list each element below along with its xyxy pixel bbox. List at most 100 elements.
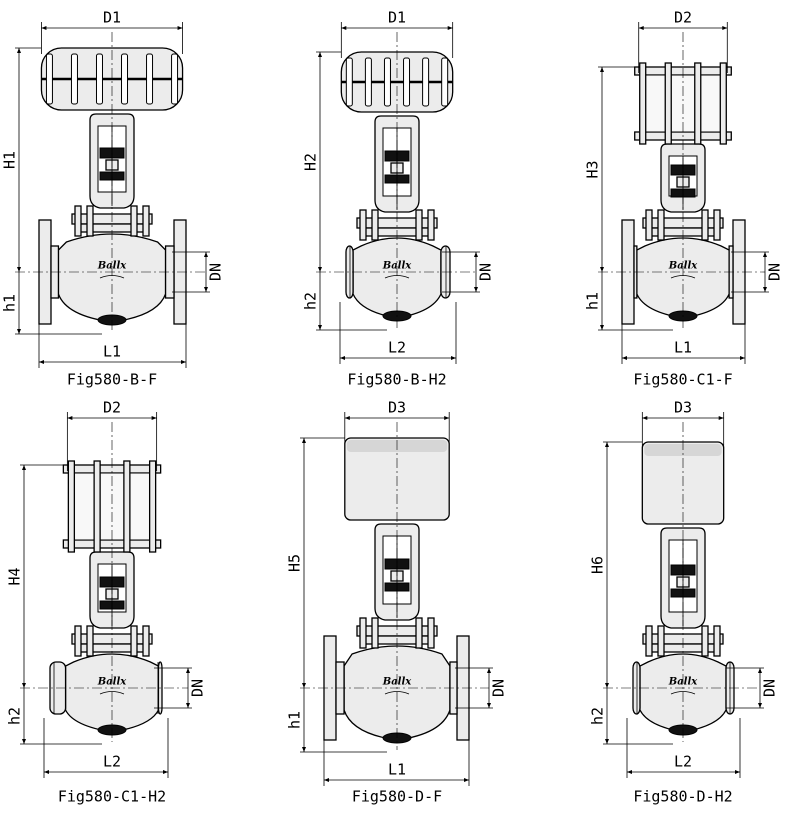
dimension-arrowhead <box>17 267 21 272</box>
dimension-arrowhead <box>151 416 157 420</box>
dimension-arrowhead <box>17 48 21 53</box>
bonnet-bolt <box>142 205 150 237</box>
tie-rod <box>148 460 157 553</box>
tie-rod <box>93 460 101 553</box>
dimension-arrowhead <box>600 267 604 272</box>
figure-caption: Fig580-D-F <box>352 788 442 806</box>
dimension-arrowhead <box>758 668 762 673</box>
actuator-rib <box>364 57 372 107</box>
valve-body: Ballx <box>49 625 163 736</box>
dimension-arrowhead <box>487 703 491 708</box>
dimension-arrowhead <box>39 360 44 364</box>
tie-rod <box>639 62 647 145</box>
actuator-rib <box>171 53 179 105</box>
dimension-arrowhead <box>474 252 478 257</box>
bottom-height-label: h1 <box>1 294 19 312</box>
face-to-face-label: L1 <box>388 761 406 779</box>
flow-arrow <box>99 691 125 695</box>
dimension-arrowhead <box>600 67 604 72</box>
dimension-arrowhead <box>638 26 644 30</box>
dimension-arrowhead <box>605 683 609 688</box>
dimension-arrowhead <box>177 26 183 30</box>
face-to-face-label: L2 <box>388 339 406 357</box>
bonnet-bolt <box>415 617 423 649</box>
dimension-arrowhead <box>22 739 26 744</box>
dimension-arrowhead <box>722 26 728 30</box>
bonnet-bolt <box>701 209 709 241</box>
dimension-arrowhead <box>41 26 47 30</box>
dimension-arrowhead <box>341 26 347 30</box>
dimension-arrowhead <box>758 703 762 708</box>
face-to-face-label: L1 <box>103 343 121 361</box>
body-casting <box>636 237 730 319</box>
actuator-rib <box>95 53 103 105</box>
tie-rod <box>664 62 672 145</box>
dimension-arrowhead <box>318 52 322 57</box>
actuator-rib <box>121 53 129 105</box>
bonnet-bolt <box>142 625 150 657</box>
bottom-height-label: h2 <box>589 707 607 725</box>
actuator-rib <box>45 53 53 105</box>
actuator-rib <box>441 57 449 107</box>
dimension-arrowhead <box>318 267 322 272</box>
dimension-arrowhead <box>340 356 345 360</box>
bottom-height-label: h1 <box>286 711 304 729</box>
dimension-arrowhead <box>67 416 73 420</box>
dimension-arrowhead <box>600 325 604 330</box>
figure-caption: Fig580-B-F <box>67 371 157 389</box>
face-to-face-label: L2 <box>103 753 121 771</box>
tie-rod <box>67 460 76 553</box>
dimension-arrowhead <box>763 287 767 292</box>
top-width-label: D2 <box>674 9 692 27</box>
bonnet-bolt <box>415 209 423 241</box>
dimension-arrowhead <box>186 668 190 673</box>
bore-label: DN <box>490 679 508 697</box>
bottom-height-label: h1 <box>584 292 602 310</box>
bonnet-bolt <box>645 625 653 657</box>
dimension-arrowhead <box>627 770 632 774</box>
bonnet-bolt <box>427 209 435 241</box>
dimension-arrowhead <box>204 252 208 257</box>
actuator-rib <box>403 57 411 107</box>
valve-body: Ballx <box>621 209 746 325</box>
figure-caption: Fig580-C1-H2 <box>58 788 166 806</box>
dimension-arrowhead <box>17 329 21 334</box>
dimension-arrowhead <box>474 287 478 292</box>
flow-arrow <box>384 691 410 695</box>
bonnet-bolt <box>657 209 665 241</box>
dimension-arrowhead <box>163 770 168 774</box>
valve-body: Ballx <box>38 205 187 326</box>
top-width-label: D3 <box>388 399 406 417</box>
bonnet-bolt <box>74 625 82 657</box>
dimension-arrowhead <box>302 438 306 443</box>
actuator <box>40 47 184 111</box>
figure-caption: Fig580-C1-F <box>633 371 732 389</box>
bonnet-bolt <box>713 625 721 657</box>
actuator-rib <box>383 57 391 107</box>
bonnet-bolt <box>713 209 721 241</box>
bonnet-bolt <box>701 625 709 657</box>
dimension-arrowhead <box>763 252 767 257</box>
bore-label: DN <box>207 263 225 281</box>
dimension-arrowhead <box>735 770 740 774</box>
face-to-face-label: L2 <box>674 753 692 771</box>
body-casting <box>352 237 442 319</box>
dimension-arrowhead <box>464 778 469 782</box>
dimension-arrowhead <box>324 778 329 782</box>
dimension-arrowhead <box>622 356 627 360</box>
bonnet-bolt <box>74 205 82 237</box>
figure-caption: Fig580-D-H2 <box>633 788 732 806</box>
actuator-rib <box>422 57 430 107</box>
bonnet-bolt <box>371 209 379 241</box>
bore-label: DN <box>766 263 784 281</box>
bore-label: DN <box>477 263 495 281</box>
bonnet-bolt <box>359 617 367 649</box>
bottom-height-label: h2 <box>6 707 24 725</box>
bonnet-bolt <box>645 209 653 241</box>
